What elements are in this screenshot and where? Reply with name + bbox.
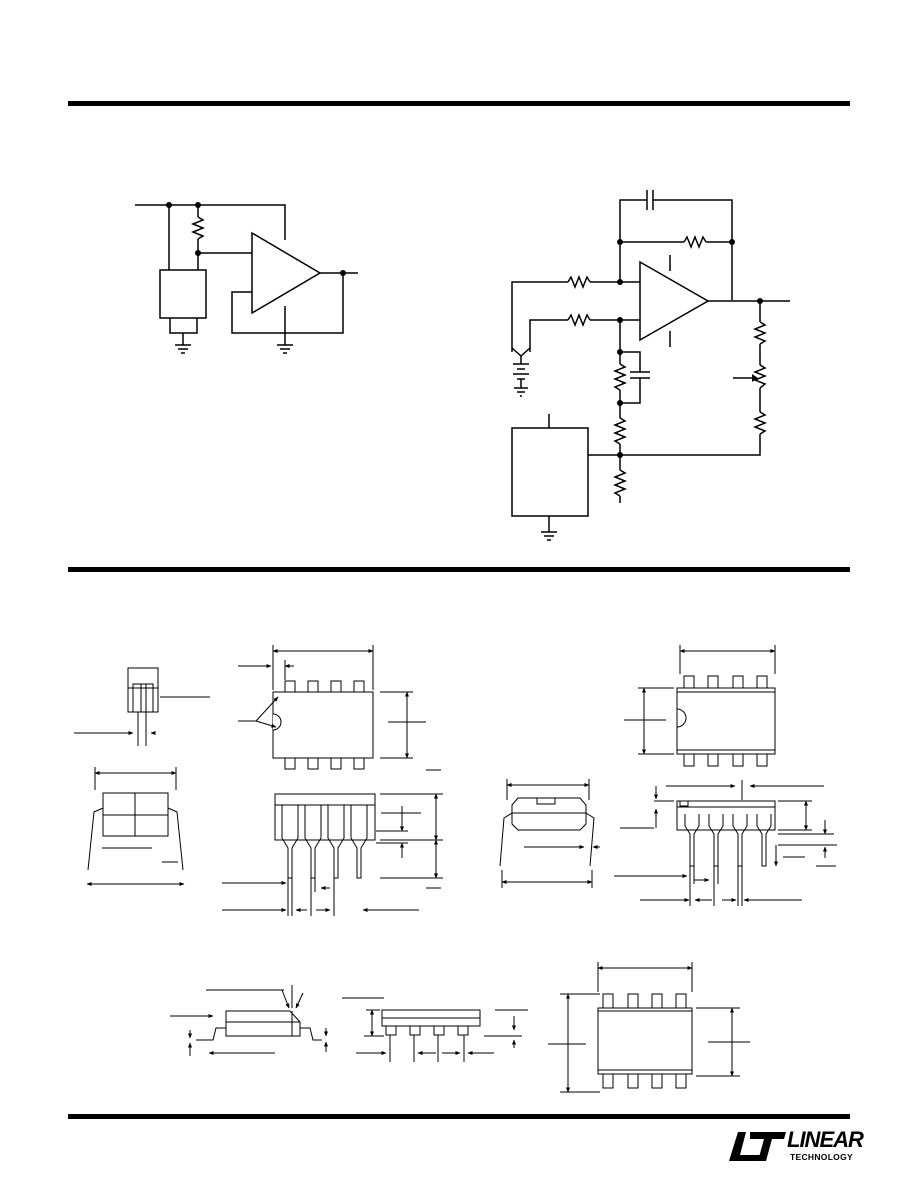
package-dip-side [222,793,443,916]
package-dip-right-side [614,780,837,906]
package-so-end [342,997,528,1062]
schematic-left [135,204,358,354]
logo-subword: TECHNOLOGY [790,1152,853,1162]
package-to92-side [74,667,210,746]
top-section-rule [68,101,850,106]
middle-section-rule [68,567,850,572]
schematic-left-nodes [166,202,346,276]
schematic-right-nodes [617,239,763,458]
package-dip-top [238,645,441,771]
bottom-section-rule [68,1114,850,1119]
package-so-side [170,985,328,1056]
package-to92-front [86,767,185,886]
schematic-right [511,190,790,541]
company-logo-symbol [729,1132,786,1161]
pot-wiper-arrow [752,374,758,382]
logo-wordmark: LINEAR [787,1127,864,1152]
package-dip-right-top [624,645,776,767]
package-so-top [548,962,750,1093]
package-small-outline-side [499,779,600,888]
